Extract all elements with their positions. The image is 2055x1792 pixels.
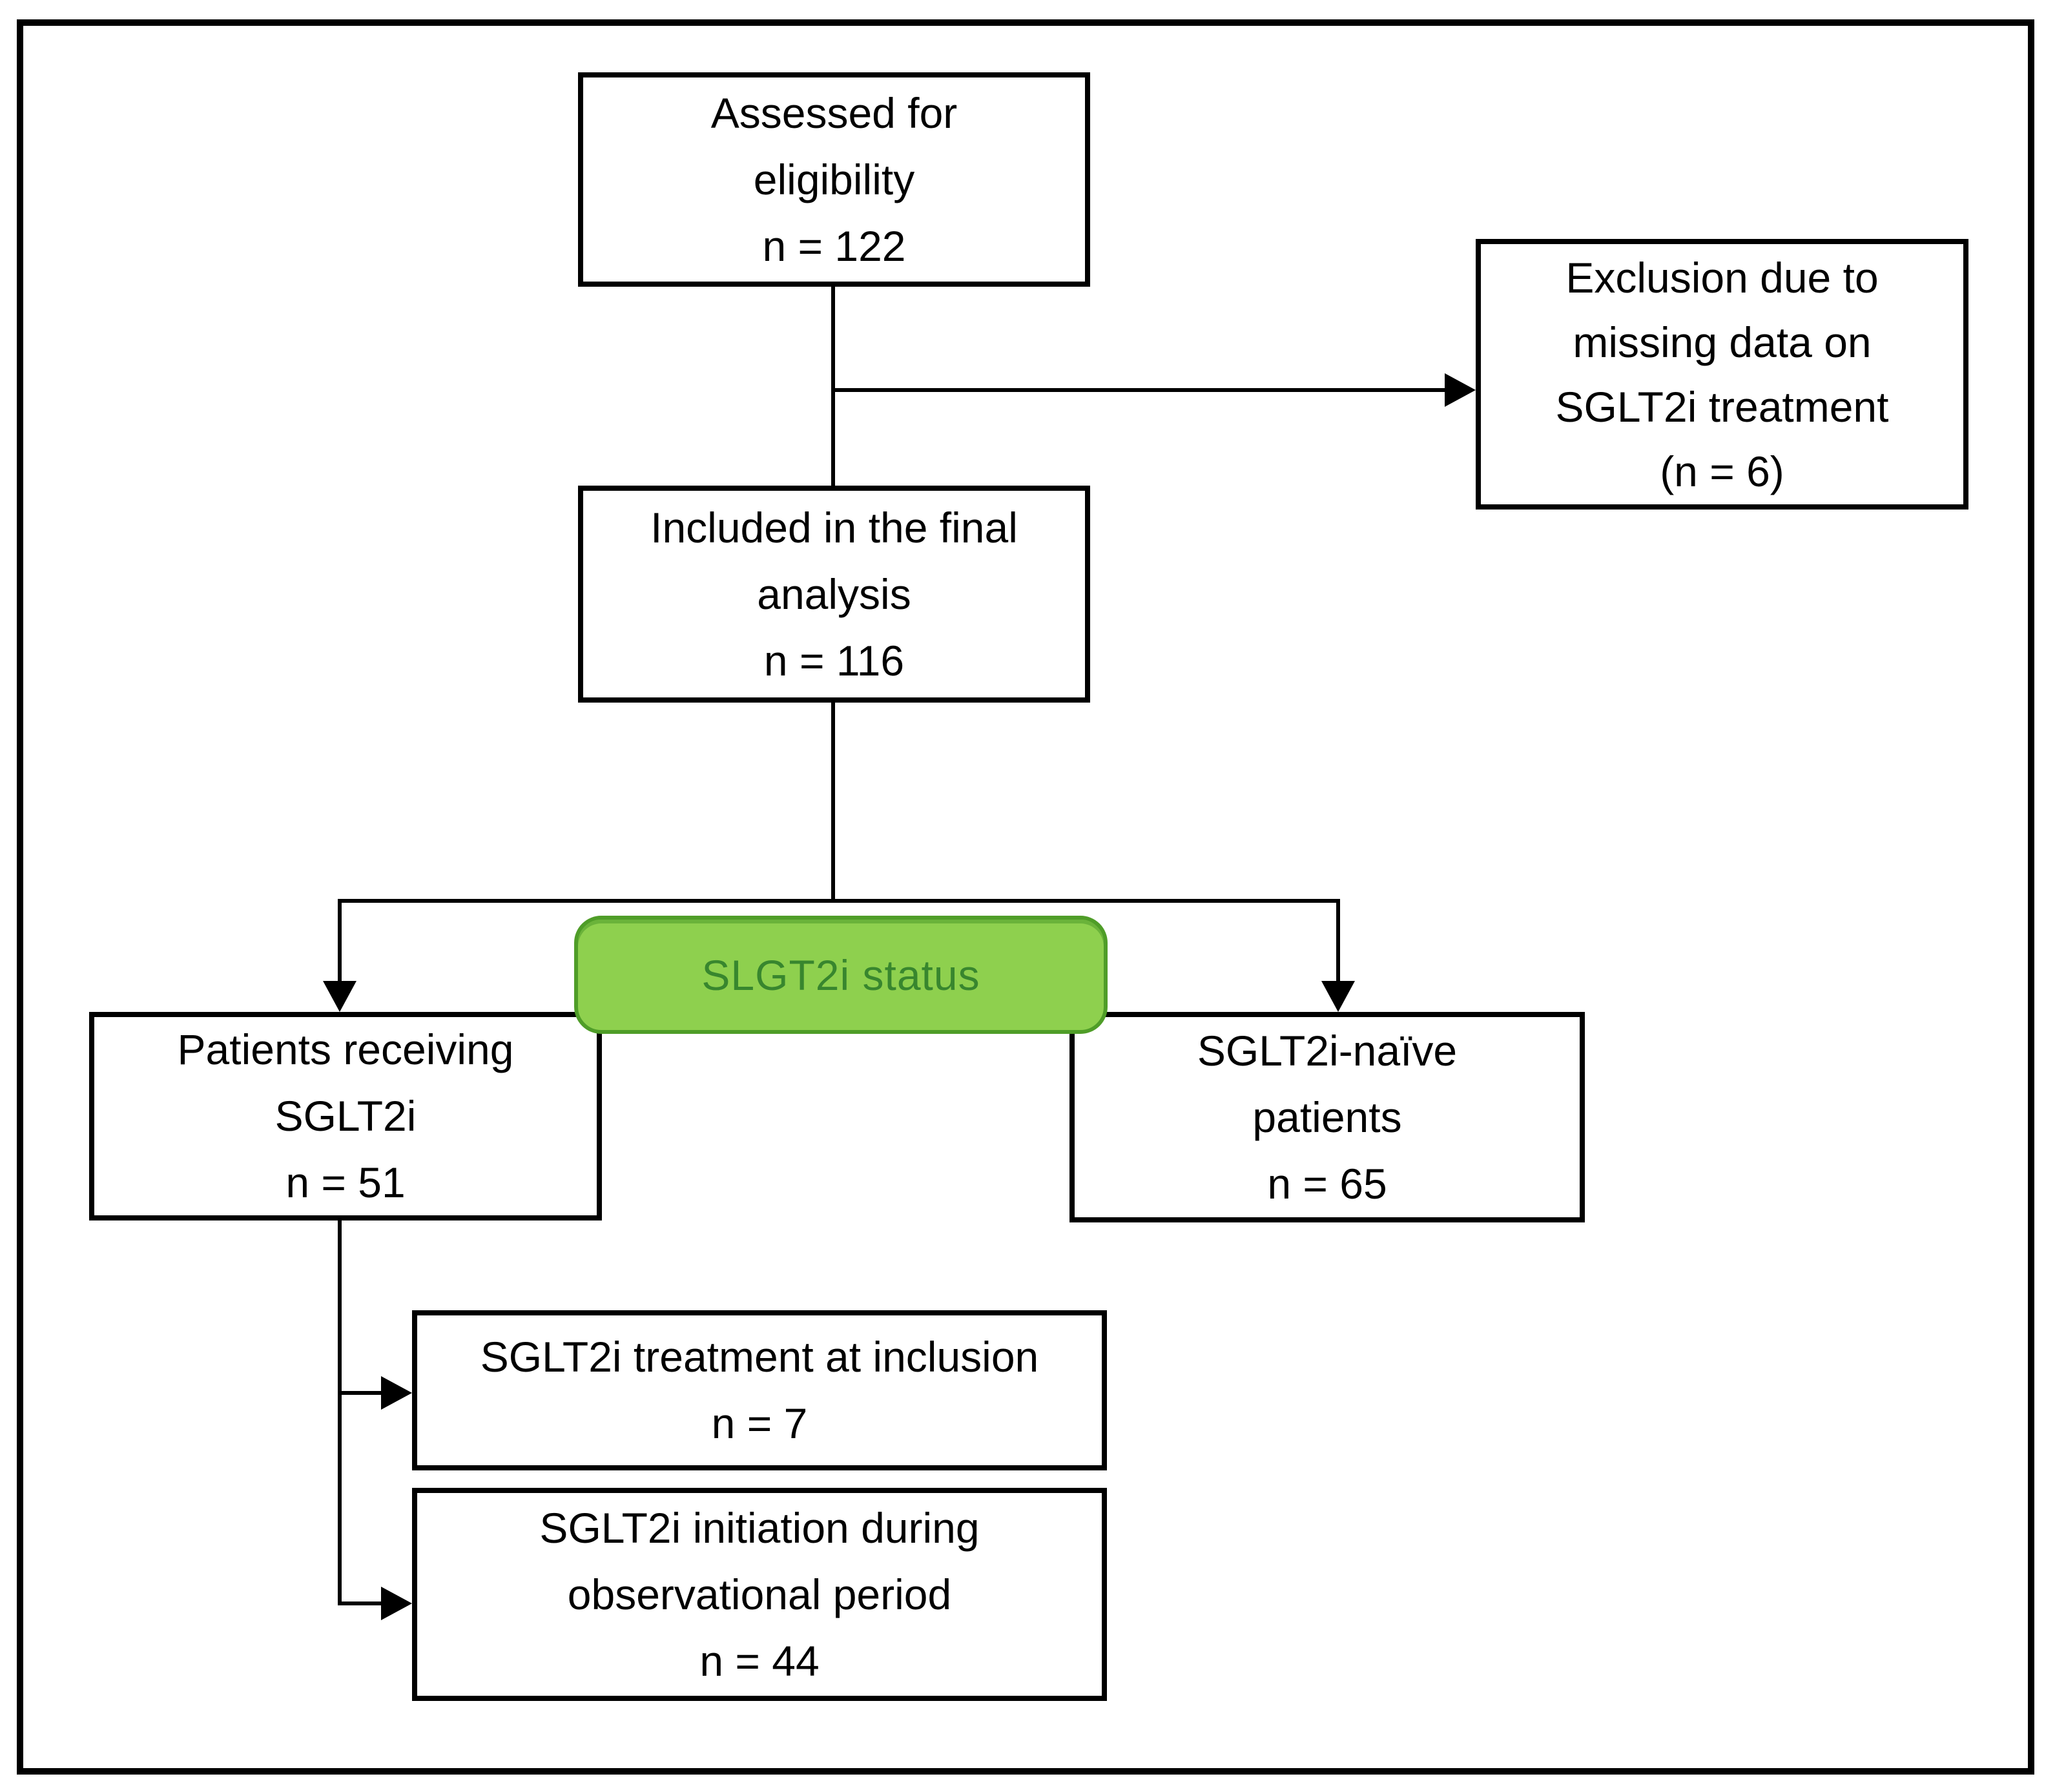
box-treatment-at-inclusion: SGLT2i treatment at inclusion n = 7 <box>412 1310 1107 1470</box>
arrowhead-at-inclusion-icon <box>381 1376 412 1410</box>
box-text-line: SGLT2i <box>274 1092 417 1140</box>
connector-to-initiation <box>338 1601 383 1605</box>
box-sglt2i-naive-patients: SGLT2i-naïve patients n = 65 <box>1069 1012 1585 1222</box>
box-text-line: Exclusion due to <box>1565 253 1879 302</box>
box-text-line: n = 7 <box>711 1399 808 1447</box>
box-text-line: SGLT2i-naïve <box>1197 1026 1458 1075</box>
status-pill-sglt2i-status: SLGT2i status <box>574 916 1108 1034</box>
connector-receiving-down <box>338 1220 342 1605</box>
status-pill-label: SLGT2i status <box>701 951 980 999</box>
box-text-line: eligibility <box>753 155 915 203</box>
arrowhead-naive-icon <box>1321 981 1355 1012</box>
outer-frame <box>17 19 2034 1775</box>
arrowhead-initiation-icon <box>381 1587 412 1620</box>
box-text-line: SGLT2i initiation during <box>539 1503 980 1552</box>
box-text-line: Patients receiving <box>177 1025 514 1073</box>
box-text-line: n = 116 <box>763 636 905 685</box>
box-text-line: n = 122 <box>762 221 906 270</box>
box-text-line: n = 51 <box>285 1159 406 1206</box>
box-text-line: SGLT2i treatment at inclusion <box>480 1333 1039 1381</box>
box-text-line: n = 65 <box>1267 1159 1387 1208</box>
connector-assessed-to-included <box>831 287 835 487</box>
arrowhead-exclusion-icon <box>1445 373 1476 407</box>
box-text-line: n = 44 <box>699 1636 820 1685</box>
connector-branch-right <box>1336 899 1340 982</box>
box-text-line: analysis <box>757 570 911 618</box>
connector-to-exclusion <box>833 388 1445 392</box>
box-text-line: observational period <box>567 1570 952 1618</box>
box-assessed-for-eligibility: Assessed for eligibility n = 122 <box>578 72 1090 287</box>
box-included-final-analysis: Included in the final analysis n = 116 <box>578 486 1090 703</box>
box-text-line: (n = 6) <box>1660 447 1784 495</box>
connector-branch-left <box>338 899 342 982</box>
box-exclusion: Exclusion due to missing data on SGLT2i … <box>1476 239 1968 510</box>
box-patients-receiving-sglt2i: Patients receiving SGLT2i n = 51 <box>89 1012 602 1220</box>
box-initiation-observational: SGLT2i initiation during observational p… <box>412 1488 1107 1701</box>
arrowhead-receiving-icon <box>323 981 356 1012</box>
connector-included-to-junction <box>831 703 835 901</box>
connector-to-at-inclusion <box>338 1391 383 1395</box>
box-text-line: SGLT2i treatment <box>1555 382 1889 431</box>
box-text-line: Included in the final <box>650 503 1018 551</box>
box-text-line: Assessed for <box>710 88 958 137</box>
connector-junction-horizontal <box>338 899 1340 903</box>
box-text-line: patients <box>1252 1093 1402 1141</box>
box-text-line: missing data on <box>1573 318 1872 366</box>
